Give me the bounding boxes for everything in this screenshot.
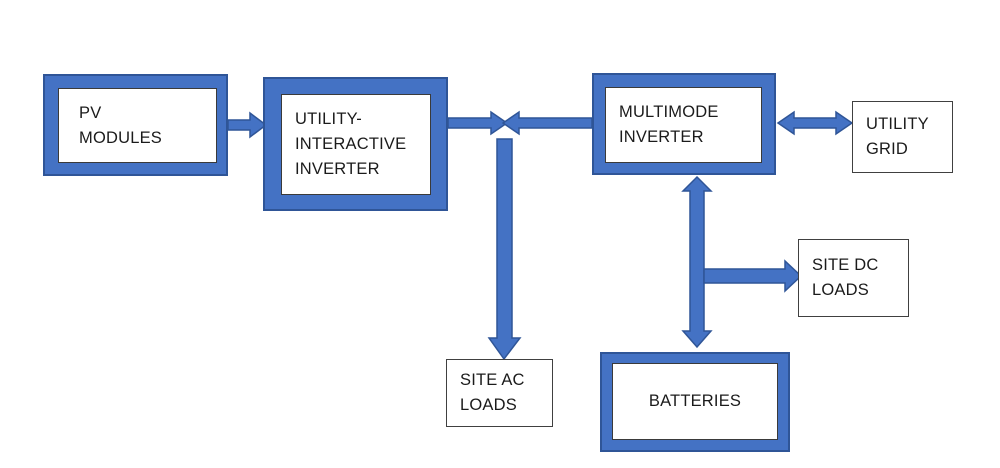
node-batteries: BATTERIES [600,352,790,452]
node-label-line: UTILITY [866,115,929,133]
node-label-line: MODULES [79,128,162,147]
node-batteries-inner: BATTERIES [612,363,778,440]
node-label-line: INVERTER [619,128,704,146]
arrow-ac-junction-to-site-ac-loads [487,138,522,361]
node-label-line: SITE DC [812,256,879,274]
node-label-line: INTERACTIVE [295,135,407,153]
arrow-pv-to-utility-interactive-inverter [227,111,268,139]
node-site-ac-loads: SITE AC LOADS [446,359,553,427]
node-utility-interactive-inverter: UTILITY- INTERACTIVE INVERTER [263,77,448,211]
node-label-line: BATTERIES [648,392,742,410]
node-label-line: PV [79,103,102,122]
node-label-line: LOADS [460,396,517,414]
node-label-line: MULTIMODE [619,103,719,121]
arrow-utility-interactive-inverter-to-ac-junction [447,110,509,136]
node-label-line: GRID [866,140,909,158]
node-multimode-inverter-inner: MULTIMODE INVERTER [605,87,762,163]
node-pv-modules: PV MODULES [43,74,228,176]
node-label-line: SITE AC [460,371,525,389]
arrow-multimode-inverter-utility-grid-double [776,110,854,136]
arrow-battery-line-to-site-dc-loads [703,259,803,293]
arrow-multimode-inverter-batteries-double [681,175,713,349]
node-label-line: INVERTER [295,160,380,178]
node-utility-grid: UTILITY GRID [852,101,953,173]
node-pv-modules-inner: PV MODULES [58,88,217,163]
node-label-line: UTILITY- [295,110,363,128]
arrow-multimode-inverter-to-ac-junction [501,110,593,136]
node-site-dc-loads: SITE DC LOADS [798,239,909,317]
node-label-line: LOADS [812,281,869,299]
node-utility-interactive-inverter-inner: UTILITY- INTERACTIVE INVERTER [281,94,431,195]
node-multimode-inverter: MULTIMODE INVERTER [592,73,776,175]
